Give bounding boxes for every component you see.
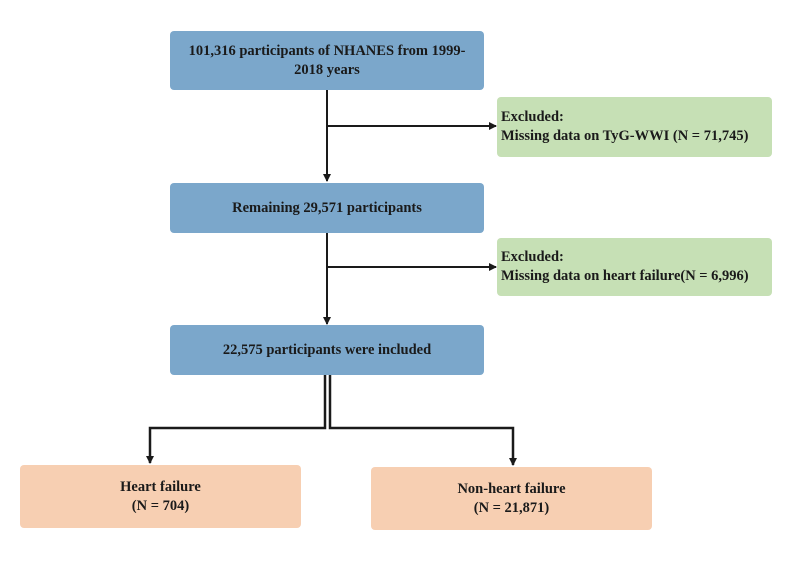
start-population-box: 101,316 participants of NHANES from 1999… (170, 31, 484, 90)
included-participants-box: 22,575 participants were included (170, 325, 484, 375)
connector-to-non-heart-failure (328, 375, 517, 466)
heart-failure-box: Heart failure (N = 704) (20, 465, 301, 528)
non-heart-failure-label: Non-heart failure (457, 480, 566, 497)
exclusion-2-heading: Excluded: (501, 249, 564, 265)
start-population-text: 101,316 participants of NHANES from 1999… (188, 42, 466, 78)
heart-failure-count: (N = 704) (131, 497, 190, 514)
exclusion-box-1: Excluded: Missing data on TyG-WWI (N = 7… (497, 97, 772, 157)
remaining-participants-text: Remaining 29,571 participants (232, 199, 422, 216)
exclusion-2-detail: Missing data on heart failure(N = 6,996) (501, 268, 749, 284)
non-heart-failure-box: Non-heart failure (N = 21,871) (371, 467, 652, 530)
non-heart-failure-count: (N = 21,871) (473, 499, 550, 516)
remaining-participants-box: Remaining 29,571 participants (170, 183, 484, 233)
exclusion-box-2: Excluded: Missing data on heart failure(… (497, 238, 772, 296)
exclusion-1-heading: Excluded: (501, 109, 564, 125)
connector-to-heart-failure (146, 375, 327, 464)
heart-failure-label: Heart failure (120, 478, 201, 495)
exclusion-1-detail: Missing data on TyG-WWI (N = 71,745) (501, 128, 749, 144)
included-participants-text: 22,575 participants were included (222, 341, 432, 358)
